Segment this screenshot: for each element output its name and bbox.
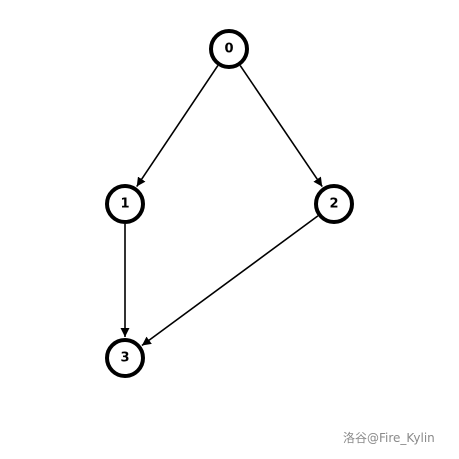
nodes-layer: 0 1 2 3 [105,29,354,378]
node-circle-2 [314,184,354,224]
node-circle-0 [209,29,249,69]
node-label-2: 2 [329,197,338,212]
edge-2-3 [141,215,319,347]
node-2: 2 [314,184,354,224]
node-circle-1 [105,184,145,224]
edge-0-2 [239,65,323,188]
node-0: 0 [209,29,249,69]
watermark-text: 洛谷@Fire_Kylin [343,431,435,445]
node-label-1: 1 [120,197,129,212]
node-3: 3 [105,338,145,378]
edges-layer [120,65,323,347]
edge-0-1 [136,65,219,188]
node-1: 1 [105,184,145,224]
node-label-3: 3 [120,351,129,366]
node-label-0: 0 [224,42,233,57]
node-circle-3 [105,338,145,378]
